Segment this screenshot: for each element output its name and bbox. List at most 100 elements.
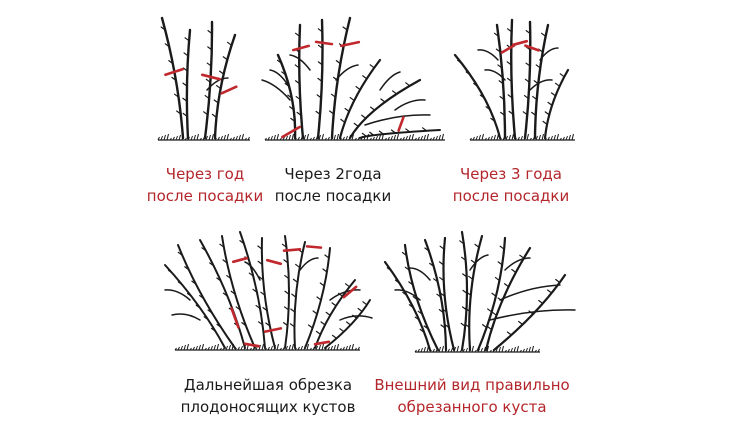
bud (216, 323, 222, 328)
bud (538, 299, 544, 305)
ground-hatch (345, 135, 348, 141)
bud (295, 95, 301, 101)
caption-one-year: Через год после посадки (140, 163, 270, 207)
cut-mark (342, 285, 358, 299)
bud (295, 263, 301, 269)
bud (186, 292, 193, 298)
bud (361, 132, 367, 137)
caption-proper-shape: Внешний вид правильно обрезанного куста (372, 374, 572, 418)
bush-one-year (157, 16, 250, 141)
bud (183, 52, 189, 57)
ground-hatch (423, 134, 426, 141)
stem (177, 244, 236, 349)
side-branch (339, 315, 373, 321)
bud (307, 324, 314, 329)
ground-hatch (288, 344, 291, 351)
ground-hatch (516, 345, 519, 353)
bud (315, 330, 322, 335)
bud (525, 62, 531, 67)
side-branch (529, 79, 553, 91)
bud (362, 301, 368, 306)
bud (317, 61, 323, 66)
ground-hatch (568, 134, 571, 141)
bud (473, 82, 479, 88)
cut-mark (511, 39, 529, 47)
ground-hatch (270, 345, 273, 351)
stem (324, 299, 371, 349)
bud (412, 296, 418, 301)
bud (345, 321, 352, 326)
bud (414, 316, 420, 321)
side-branch (289, 54, 311, 71)
bud (207, 46, 213, 51)
bud (487, 308, 493, 313)
ground-hatch (333, 344, 336, 351)
ground-hatch (411, 133, 414, 141)
stem (203, 20, 214, 140)
bud (495, 48, 501, 53)
bud (168, 59, 174, 65)
bud (550, 92, 557, 97)
bud (325, 311, 331, 316)
stem (164, 264, 226, 349)
bud (378, 130, 385, 135)
bud (319, 282, 325, 287)
ground-hatch (196, 133, 199, 141)
ground-hatch (285, 135, 288, 141)
bud (498, 80, 504, 85)
ground-hatch (318, 344, 321, 351)
side-branch (164, 289, 191, 301)
bud (417, 310, 423, 315)
bud (312, 310, 318, 315)
side-branch (269, 69, 289, 86)
ground-hatch (513, 346, 516, 353)
ground-hatch (550, 135, 553, 141)
ground-hatch (405, 135, 408, 141)
stem (495, 23, 507, 140)
bud (239, 240, 245, 245)
stem (185, 28, 192, 140)
stem (533, 23, 550, 140)
ground-hatch (216, 343, 219, 351)
bud (523, 94, 530, 100)
ground-hatch (538, 134, 541, 141)
ground-hatch (336, 133, 339, 141)
bud (344, 283, 351, 288)
bud (355, 86, 361, 91)
ground-hatch (300, 345, 303, 351)
bud (524, 78, 530, 83)
bud (331, 302, 337, 307)
ground-hatch (556, 133, 559, 141)
bud (296, 111, 302, 117)
bud (182, 112, 188, 118)
ground-hatch (486, 345, 489, 353)
ground-hatch (193, 134, 196, 141)
bud (195, 304, 201, 309)
ground-hatch (160, 135, 163, 141)
ground-hatch (510, 347, 513, 353)
bud (518, 320, 524, 326)
bud (164, 43, 170, 48)
bush-three-years (453, 18, 575, 141)
bud (177, 281, 183, 286)
ground-hatch (223, 134, 226, 141)
bud (281, 71, 287, 76)
bud (532, 95, 538, 101)
stem (298, 23, 305, 140)
bud (438, 261, 445, 266)
ground-hatch (330, 345, 333, 351)
bud (205, 78, 211, 83)
bud (500, 111, 506, 117)
side-branch (484, 69, 506, 81)
stem (423, 238, 448, 352)
cut-mark (339, 40, 361, 48)
bud (440, 324, 446, 329)
bud (459, 240, 465, 245)
bud (290, 308, 296, 313)
bud (315, 110, 321, 116)
bud (503, 283, 510, 288)
caption-line: Через год (165, 165, 245, 183)
bud (519, 254, 525, 259)
ground-hatch (441, 345, 444, 353)
bud (222, 259, 228, 264)
